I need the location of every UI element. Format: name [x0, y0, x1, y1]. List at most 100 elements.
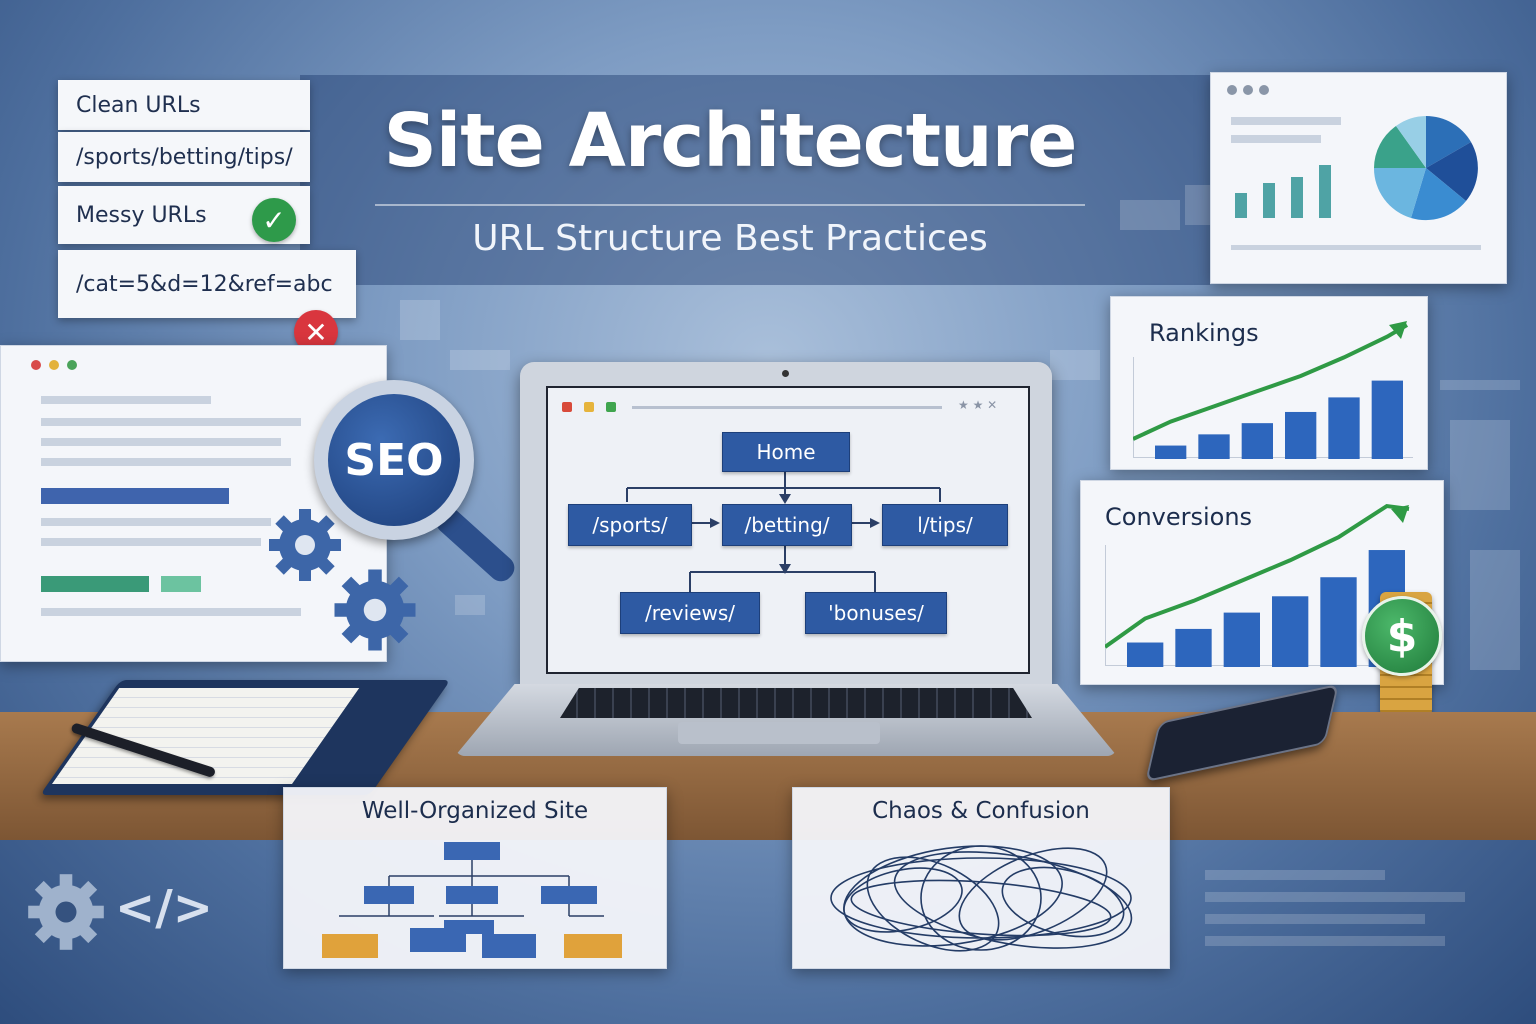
- tree-node-reviews[interactable]: /reviews/: [620, 592, 760, 634]
- laptop-keyboard: [560, 688, 1032, 718]
- clean-url-example-row: /sports/betting/tips/: [58, 132, 310, 182]
- rankings-title: Rankings: [1149, 319, 1259, 347]
- tree-node-bonuses[interactable]: 'bonuses/: [805, 592, 947, 634]
- background-block: [1450, 420, 1510, 510]
- window-dot-red: [31, 360, 41, 370]
- mini-bar: [1263, 183, 1275, 218]
- conversions-bar: [1223, 612, 1260, 667]
- messy-url-example: /cat=5&d=12&ref=abc: [76, 271, 333, 297]
- rankings-trend-arrow: [1389, 321, 1407, 339]
- rankings-bar: [1241, 423, 1273, 459]
- gear-icon: [269, 509, 341, 581]
- window-dot-green: [606, 402, 616, 412]
- clean-url-example: /sports/betting/tips/: [76, 144, 293, 170]
- mini-bar: [1235, 193, 1247, 218]
- conversions-title: Conversions: [1105, 503, 1253, 531]
- tree-node-sports[interactable]: /sports/: [568, 504, 692, 546]
- background-block: [400, 300, 440, 340]
- messy-urls-label: Messy URLs: [76, 202, 207, 228]
- conversions-trend-arrow: [1391, 505, 1409, 523]
- green-highlight-bar: [41, 576, 149, 592]
- window-dot: [1227, 85, 1237, 95]
- window-dot: [1243, 85, 1253, 95]
- mini-bar: [1291, 177, 1303, 218]
- rankings-bar: [1285, 411, 1317, 459]
- seo-label: SEO: [344, 434, 444, 486]
- rankings-bar: [1328, 397, 1360, 459]
- background-block: [1120, 200, 1180, 230]
- conversions-bar: [1272, 596, 1309, 667]
- text-line: [41, 418, 301, 426]
- text-line: [41, 458, 291, 466]
- text-line: [41, 518, 271, 526]
- magnifier-icon: SEO: [314, 380, 474, 540]
- background-block: [1440, 380, 1520, 390]
- rankings-axis: [1133, 357, 1134, 457]
- conversions-bar: [1320, 577, 1357, 667]
- window-dot-yellow: [49, 360, 59, 370]
- rankings-card: Rankings: [1110, 296, 1428, 470]
- window-dot-yellow: [584, 402, 594, 412]
- gear-icon: [334, 569, 416, 651]
- text-line: [1231, 117, 1341, 125]
- well-organized-title: Well-Organized Site: [361, 798, 589, 824]
- window-dot: [1259, 85, 1269, 95]
- well-organized-card: Well-Organized Site: [283, 787, 667, 969]
- text-line: [1231, 245, 1481, 250]
- rankings-chart: [1133, 321, 1409, 459]
- window-controls: ★ ★ ✕: [958, 398, 998, 412]
- window-dot-red: [562, 402, 572, 412]
- text-line: [41, 438, 281, 446]
- tangled-lines-diagram: [830, 845, 1133, 952]
- conversions-trend-line: [1105, 503, 1410, 649]
- background-block: [1205, 892, 1465, 902]
- background-block: [1050, 350, 1100, 380]
- chaos-title: Chaos & Confusion: [872, 798, 1090, 824]
- clean-urls-label-row: Clean URLs: [58, 80, 310, 130]
- analytics-dashboard-card: [1210, 72, 1507, 284]
- window-dot-green: [67, 360, 77, 370]
- text-line: [1231, 135, 1321, 143]
- dollar-icon: $: [1362, 596, 1442, 676]
- gear-icon: [28, 874, 104, 950]
- laptop-camera: [782, 370, 789, 377]
- tree-node-betting[interactable]: /betting/: [722, 504, 852, 546]
- magnifier-lens: SEO: [328, 394, 460, 526]
- laptop-trackpad: [678, 722, 880, 744]
- title-divider: [375, 204, 1085, 206]
- blue-highlight-bar: [41, 488, 229, 504]
- background-block: [1205, 914, 1425, 924]
- pie-chart-icon: [1373, 116, 1478, 221]
- text-line: [41, 396, 211, 404]
- site-tree-connectors: [626, 470, 941, 592]
- chaos-card: Chaos & Confusion: [792, 787, 1170, 969]
- check-icon: ✓: [252, 198, 296, 242]
- conversions-bar: [1175, 628, 1212, 667]
- background-block: [1205, 936, 1445, 946]
- rankings-bar: [1371, 380, 1403, 459]
- text-line: [41, 608, 301, 616]
- left-browser-window: [0, 345, 387, 662]
- messy-url-example-row: /cat=5&d=12&ref=abc: [58, 250, 356, 318]
- background-block: [1205, 870, 1385, 880]
- background-band: [300, 75, 1210, 285]
- mini-bar: [1319, 165, 1331, 218]
- background-block: [450, 350, 510, 370]
- rankings-bar: [1198, 434, 1230, 459]
- page-title: Site Architecture: [383, 98, 1078, 184]
- text-line: [41, 538, 261, 546]
- page-subtitle: URL Structure Best Practices: [472, 218, 988, 259]
- conversions-axis: [1105, 545, 1106, 665]
- clean-urls-label: Clean URLs: [76, 92, 201, 118]
- organized-tree-diagram: [322, 842, 622, 958]
- code-icon: </>: [115, 880, 213, 936]
- rankings-trend-line: [1133, 323, 1409, 441]
- green-highlight-bar: [161, 576, 201, 592]
- background-block: [455, 595, 485, 615]
- conversions-bar: [1127, 642, 1164, 667]
- tree-node-tips[interactable]: l/tips/: [882, 504, 1008, 546]
- rankings-bar: [1155, 445, 1187, 459]
- address-bar[interactable]: [632, 406, 942, 409]
- background-block: [1470, 550, 1520, 670]
- tree-node-home[interactable]: Home: [722, 432, 850, 472]
